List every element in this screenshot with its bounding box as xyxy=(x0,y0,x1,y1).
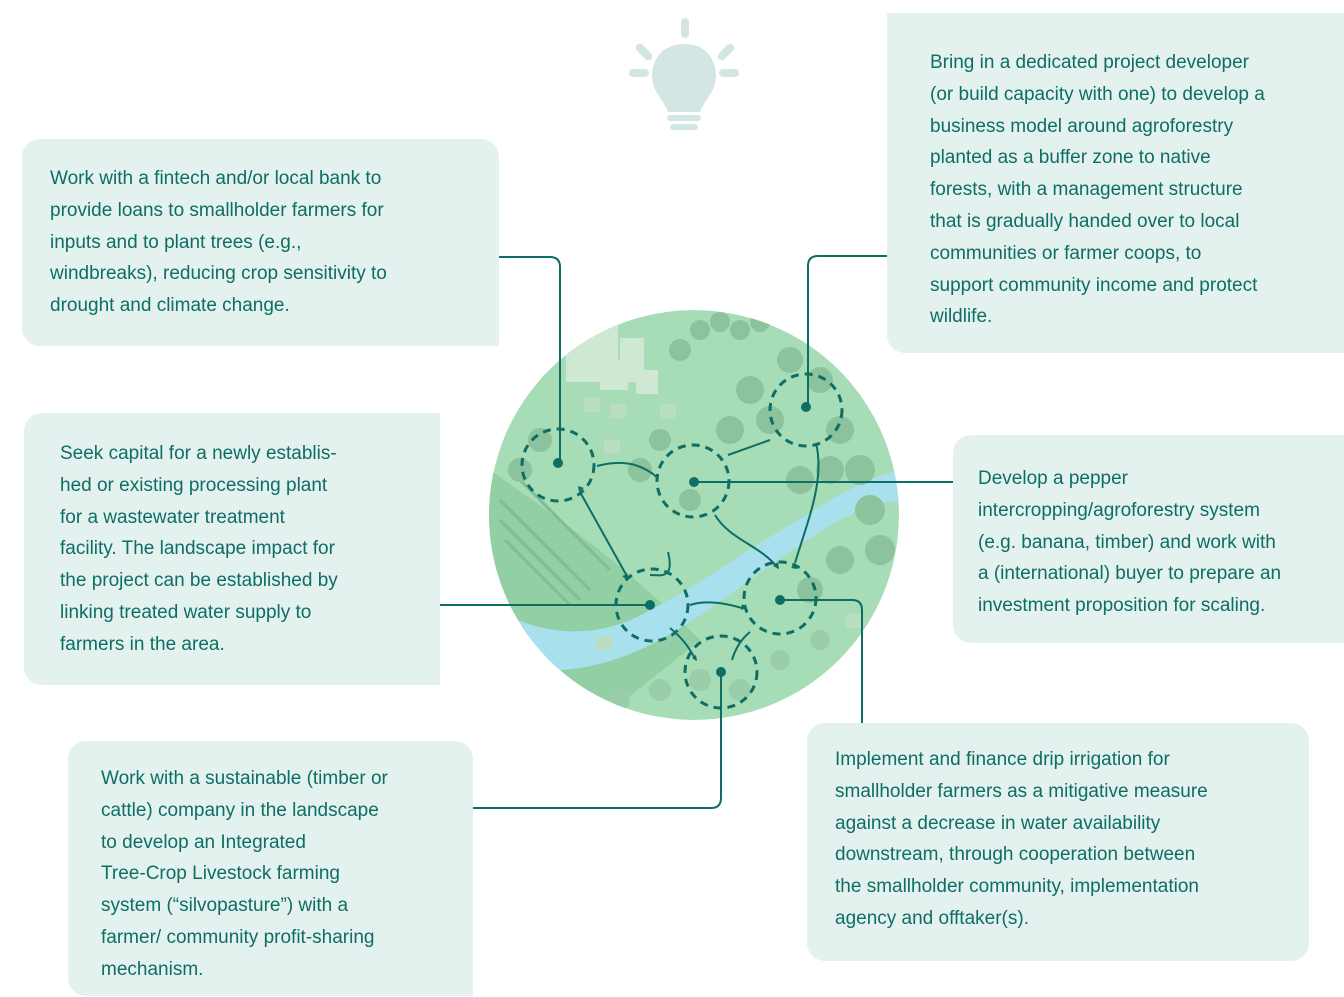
callout-drip-irrigation-text: Implement and finance drip irrigation fo… xyxy=(835,749,1208,929)
callout-pepper-intercropping-text: Develop a pepper intercropping/agrofores… xyxy=(978,468,1282,617)
callout-silvopasture-text: Work with a sustainable (timber or cattl… xyxy=(101,768,388,980)
callout-agroforestry-buffer-text: Bring in a dedicated project developer (… xyxy=(930,52,1265,328)
callout-silvopasture: Work with a sustainable (timber or cattl… xyxy=(68,741,473,996)
landscape-globe-illustration xyxy=(489,310,899,720)
callout-fintech-loans-text: Work with a fintech and/or local bank to… xyxy=(50,168,387,317)
connector-lines xyxy=(440,255,953,809)
focus-circles xyxy=(520,372,844,710)
callout-drip-irrigation: Implement and finance drip irrigation fo… xyxy=(807,723,1309,961)
lightbulb-icon xyxy=(629,18,739,130)
callout-wastewater-plant-text: Seek capital for a newly establis- hed o… xyxy=(60,443,338,655)
callout-wastewater-plant: Seek capital for a newly establis- hed o… xyxy=(24,413,440,685)
callout-pepper-intercropping: Develop a pepper intercropping/agrofores… xyxy=(953,435,1344,643)
callout-agroforestry-buffer: Bring in a dedicated project developer (… xyxy=(887,13,1344,353)
callout-fintech-loans: Work with a fintech and/or local bank to… xyxy=(22,139,499,346)
